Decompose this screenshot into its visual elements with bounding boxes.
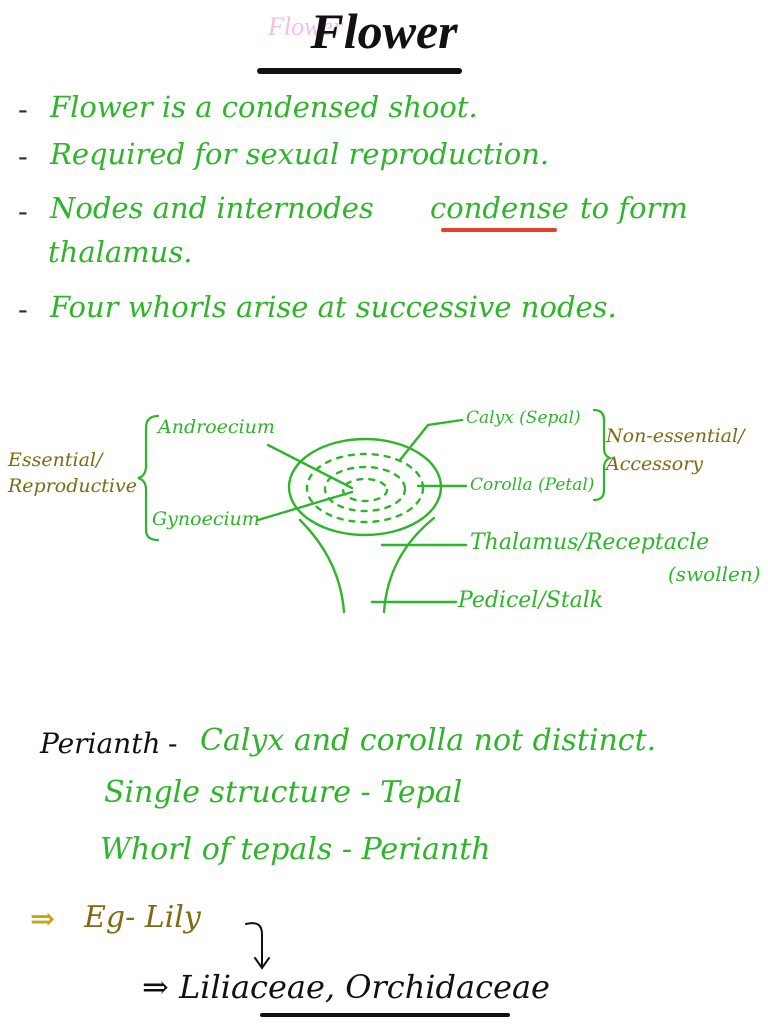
example-text: Eg- Lily xyxy=(84,900,201,935)
essential-brace xyxy=(137,414,160,542)
pedicel-label: Pedicel/Stalk xyxy=(458,588,604,613)
corolla-label: Corolla (Petal) xyxy=(470,475,595,495)
example-arrow: ⇒ xyxy=(30,902,56,937)
family-examples: ⇒ Liliaceae, Orchidaceae xyxy=(142,968,550,1006)
calyx-leader xyxy=(398,418,464,462)
bullet-3-line2: thalamus. xyxy=(48,235,193,269)
calyx-ring xyxy=(305,452,425,524)
gynoecium-label: Gynoecium xyxy=(152,508,260,530)
title-underline xyxy=(257,68,462,74)
bullet-2: Required for sexual reproduction. xyxy=(50,137,550,171)
bullet-dash: - xyxy=(18,92,28,126)
corolla-ring xyxy=(323,465,407,513)
perianth-line-1: Calyx and corolla not distinct. xyxy=(200,723,657,758)
perianth-term: Perianth xyxy=(40,727,161,760)
calyx-label: Calyx (Sepal) xyxy=(466,408,581,428)
gynoecium-leader xyxy=(256,490,354,522)
bullet-dash: - xyxy=(18,139,28,173)
bullet-3-highlight: condense xyxy=(430,191,569,225)
perianth-line-3: Whorl of tepals - Perianth xyxy=(100,832,491,867)
page-title: Flower xyxy=(310,3,458,59)
androecium-label: Androecium xyxy=(158,416,275,438)
bullet-dash: - xyxy=(18,194,28,228)
thalamus-label: Thalamus/Receptacle xyxy=(470,530,710,555)
swollen-label: (swollen) xyxy=(668,562,761,586)
bullet-3-before: Nodes and internodes xyxy=(50,191,374,225)
androecium-leader xyxy=(266,443,354,490)
bullet-1: Flower is a condensed shoot. xyxy=(50,90,478,124)
bullet-3-after: to form xyxy=(580,191,688,225)
essential-group-label: Essential/ Reproductive xyxy=(8,449,137,497)
flower-stalk xyxy=(298,518,346,614)
accessory-brace xyxy=(592,408,614,502)
highlight-underline xyxy=(441,228,557,232)
family-underline xyxy=(260,1013,510,1017)
androecium-ring xyxy=(341,477,389,503)
bullet-dash: - xyxy=(18,292,28,326)
flower-stalk xyxy=(382,516,436,614)
perianth-dash: - xyxy=(168,727,178,760)
bullet-4: Four whorls arise at successive nodes. xyxy=(50,290,617,324)
perianth-line-2: Single structure - Tepal xyxy=(104,775,463,810)
non-essential-group-label: Non-essential/ Accessory xyxy=(606,425,745,475)
